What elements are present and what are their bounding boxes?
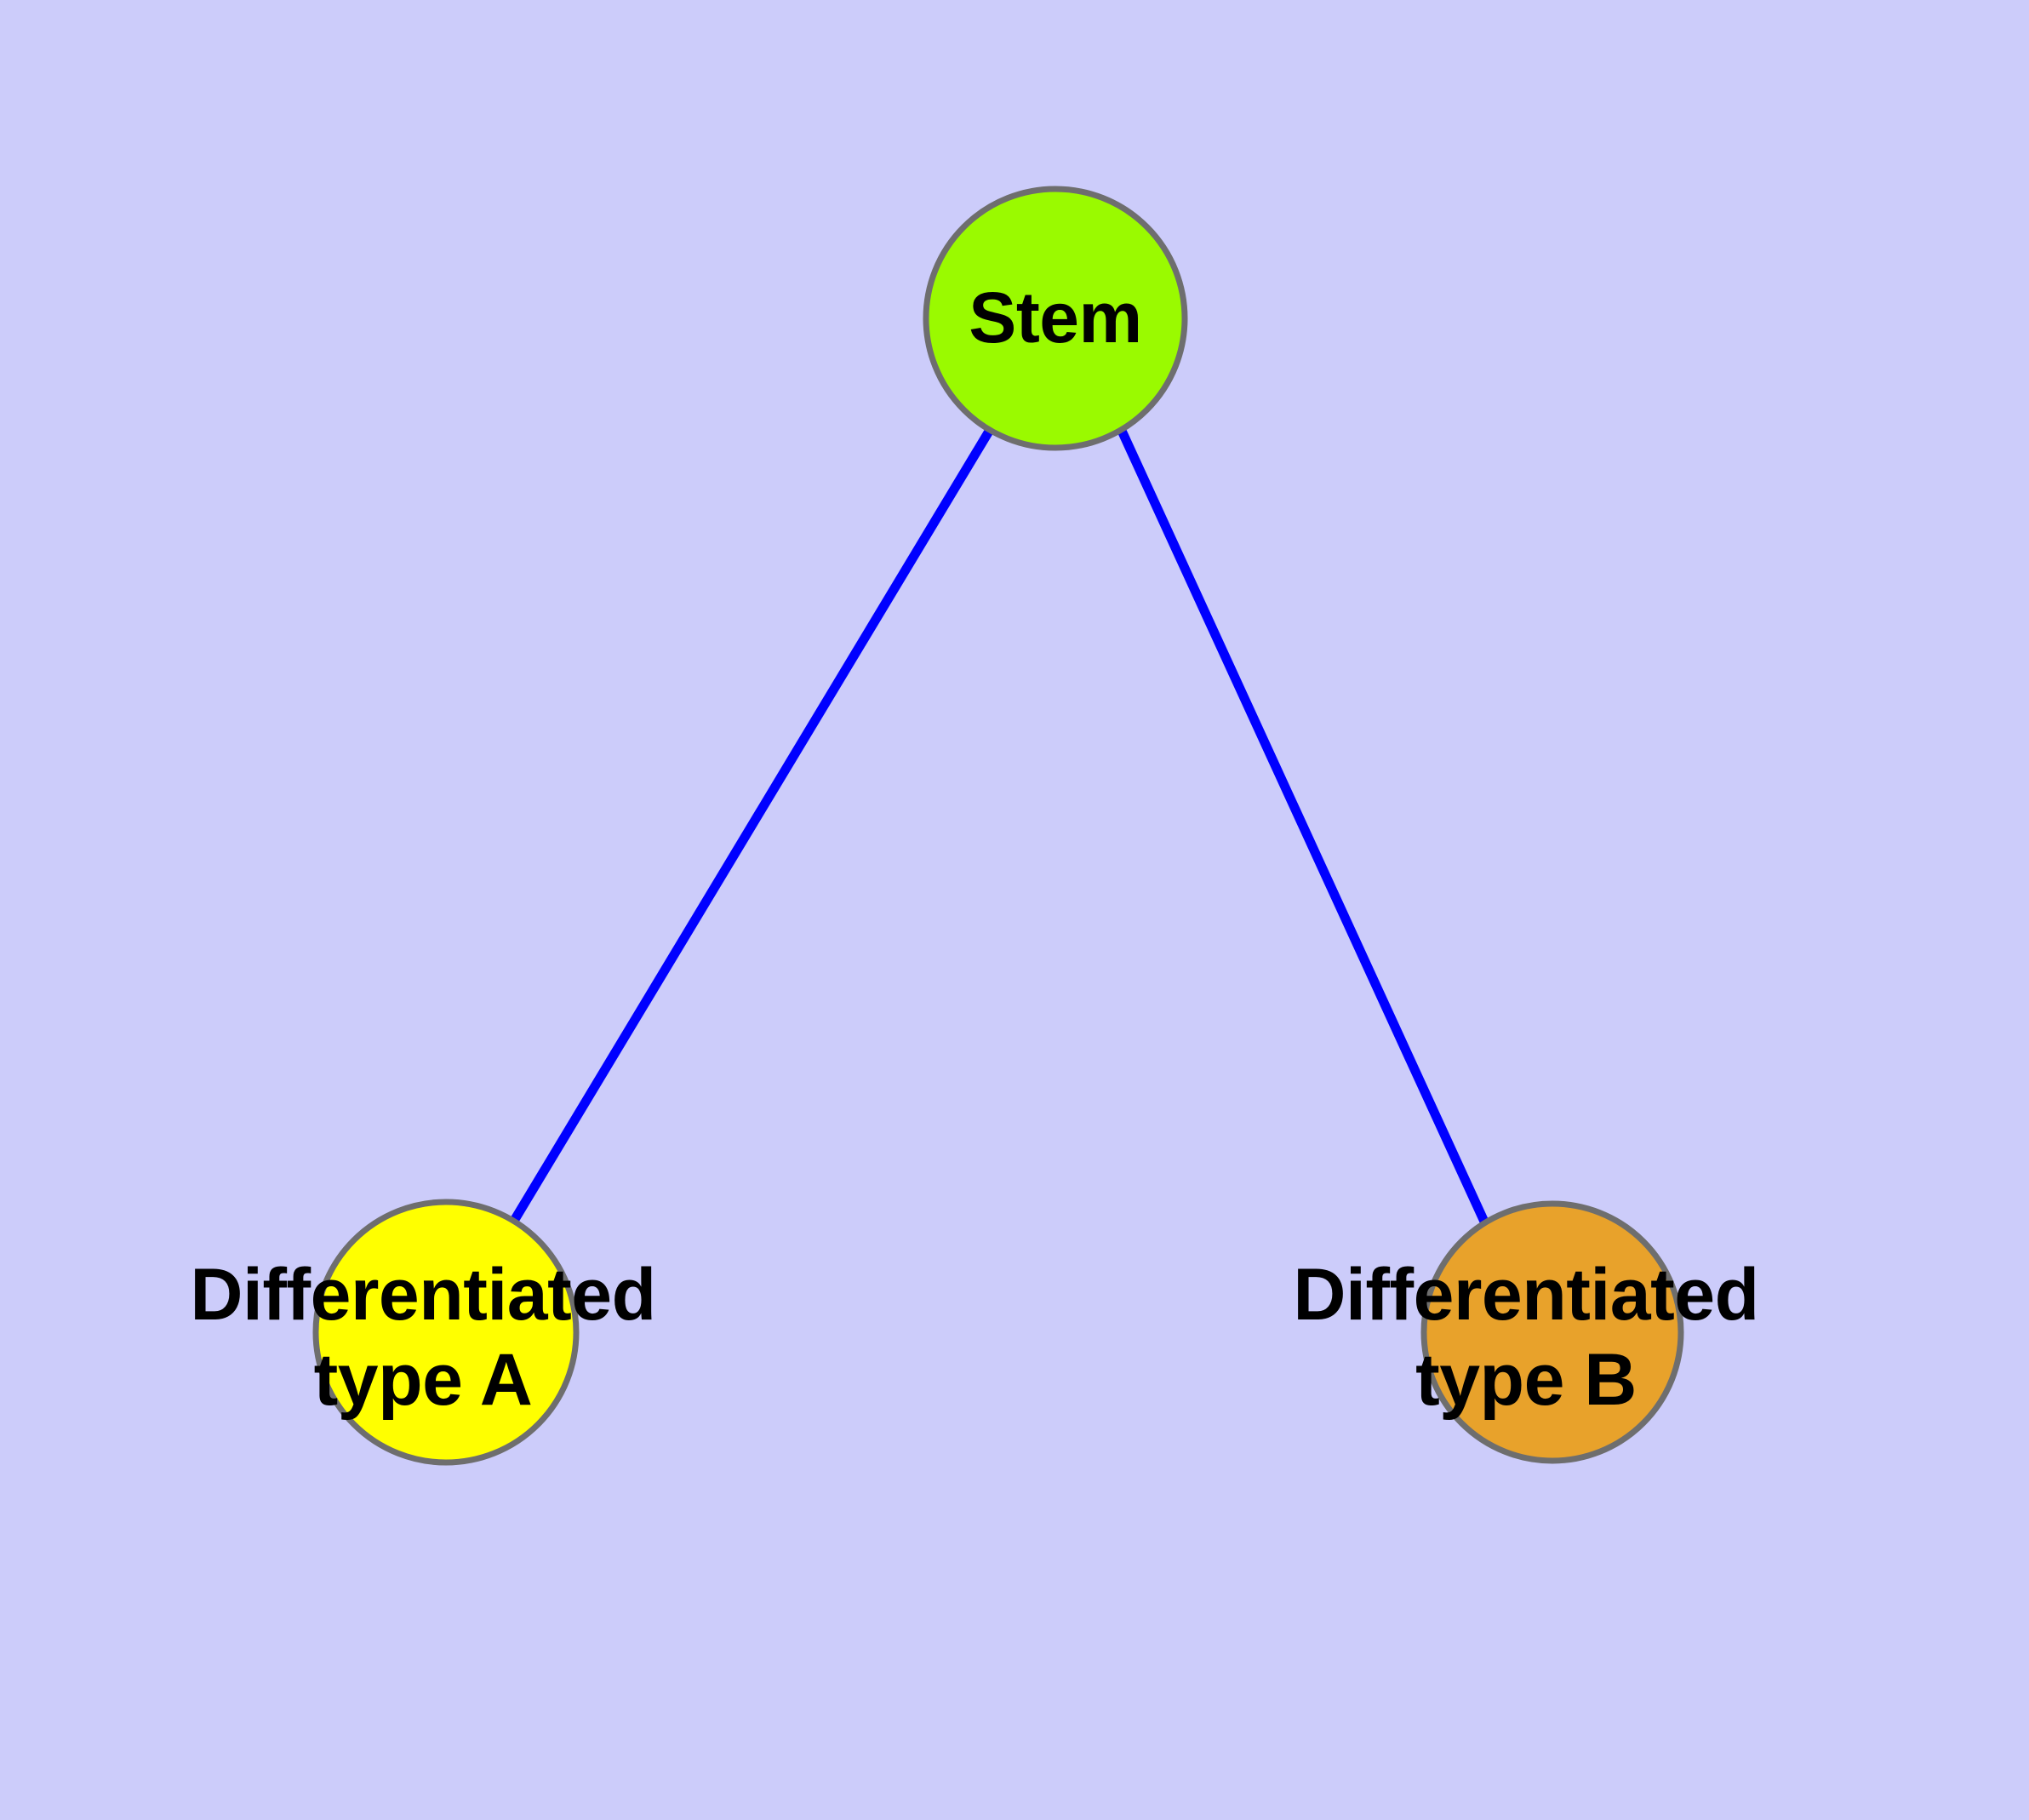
node-circle-differentiated-type-a[interactable] [312, 1199, 580, 1466]
edge-stem-to-differentiated-type-a[interactable] [510, 427, 994, 1223]
node-layer [312, 186, 1684, 1466]
node-circle-differentiated-type-b[interactable] [1420, 1200, 1684, 1464]
edge-layer [510, 427, 1489, 1224]
node-circle-stem[interactable] [923, 186, 1188, 451]
edge-stem-to-differentiated-type-b[interactable] [1117, 428, 1489, 1224]
